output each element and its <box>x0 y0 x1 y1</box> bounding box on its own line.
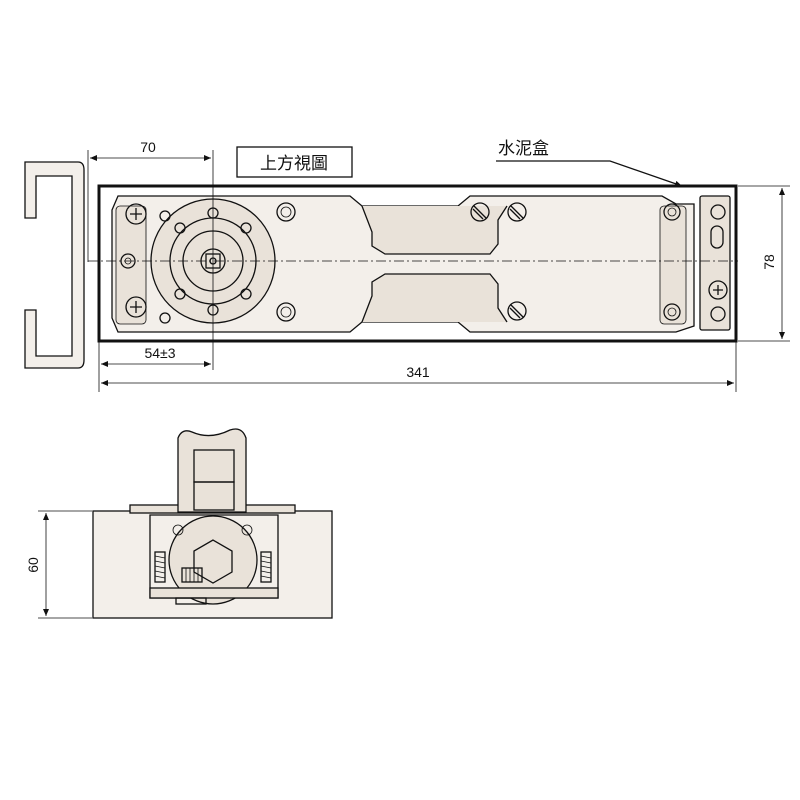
top-view-label: 上方視圖 <box>260 154 328 174</box>
cement-box-leader <box>496 160 683 187</box>
dim-pivot-offset-value: 70 <box>140 139 156 155</box>
top-view-label-box <box>236 146 353 178</box>
door-channel-profile <box>24 161 85 369</box>
side-adjust-bolt-thread <box>185 568 199 582</box>
cement-box-label: 水泥盒 <box>498 139 549 159</box>
side-spindle-neck <box>193 481 235 511</box>
side-cam-hole-left <box>172 524 184 536</box>
side-base-foot <box>175 597 207 605</box>
side-cam-hole-right <box>241 524 253 536</box>
side-hex-nut <box>193 539 233 584</box>
dim-height-value: 60 <box>25 557 41 573</box>
side-springs <box>154 551 272 583</box>
side-adjust-bolt <box>181 567 203 583</box>
dim-length-value: 341 <box>406 364 430 380</box>
side-view: 60 <box>25 428 333 619</box>
right-lug <box>659 205 687 325</box>
dim-length: 341 <box>98 342 737 392</box>
right-end-slot <box>710 225 724 249</box>
dim-width-value: 78 <box>761 254 777 270</box>
dim-spindle: 54±3 <box>101 345 211 367</box>
left-lug <box>115 205 147 325</box>
side-base-rail <box>149 587 279 599</box>
dim-width: 78 <box>738 185 790 342</box>
body-lower-recess <box>361 273 508 323</box>
cement-box-outline <box>97 184 738 343</box>
body-upper-recess <box>361 205 508 255</box>
phillips-screws <box>125 203 728 318</box>
dim-pivot-offset: 70 <box>87 139 214 370</box>
side-spindle-post <box>177 428 247 513</box>
dim-spindle-value: 54±3 <box>144 345 175 361</box>
dim-height: 60 <box>25 510 92 619</box>
top-view: 上方視圖 水泥盒 70 54±3 341 78 <box>24 139 790 392</box>
slotted-screws <box>470 202 527 321</box>
right-end-block <box>699 195 731 331</box>
